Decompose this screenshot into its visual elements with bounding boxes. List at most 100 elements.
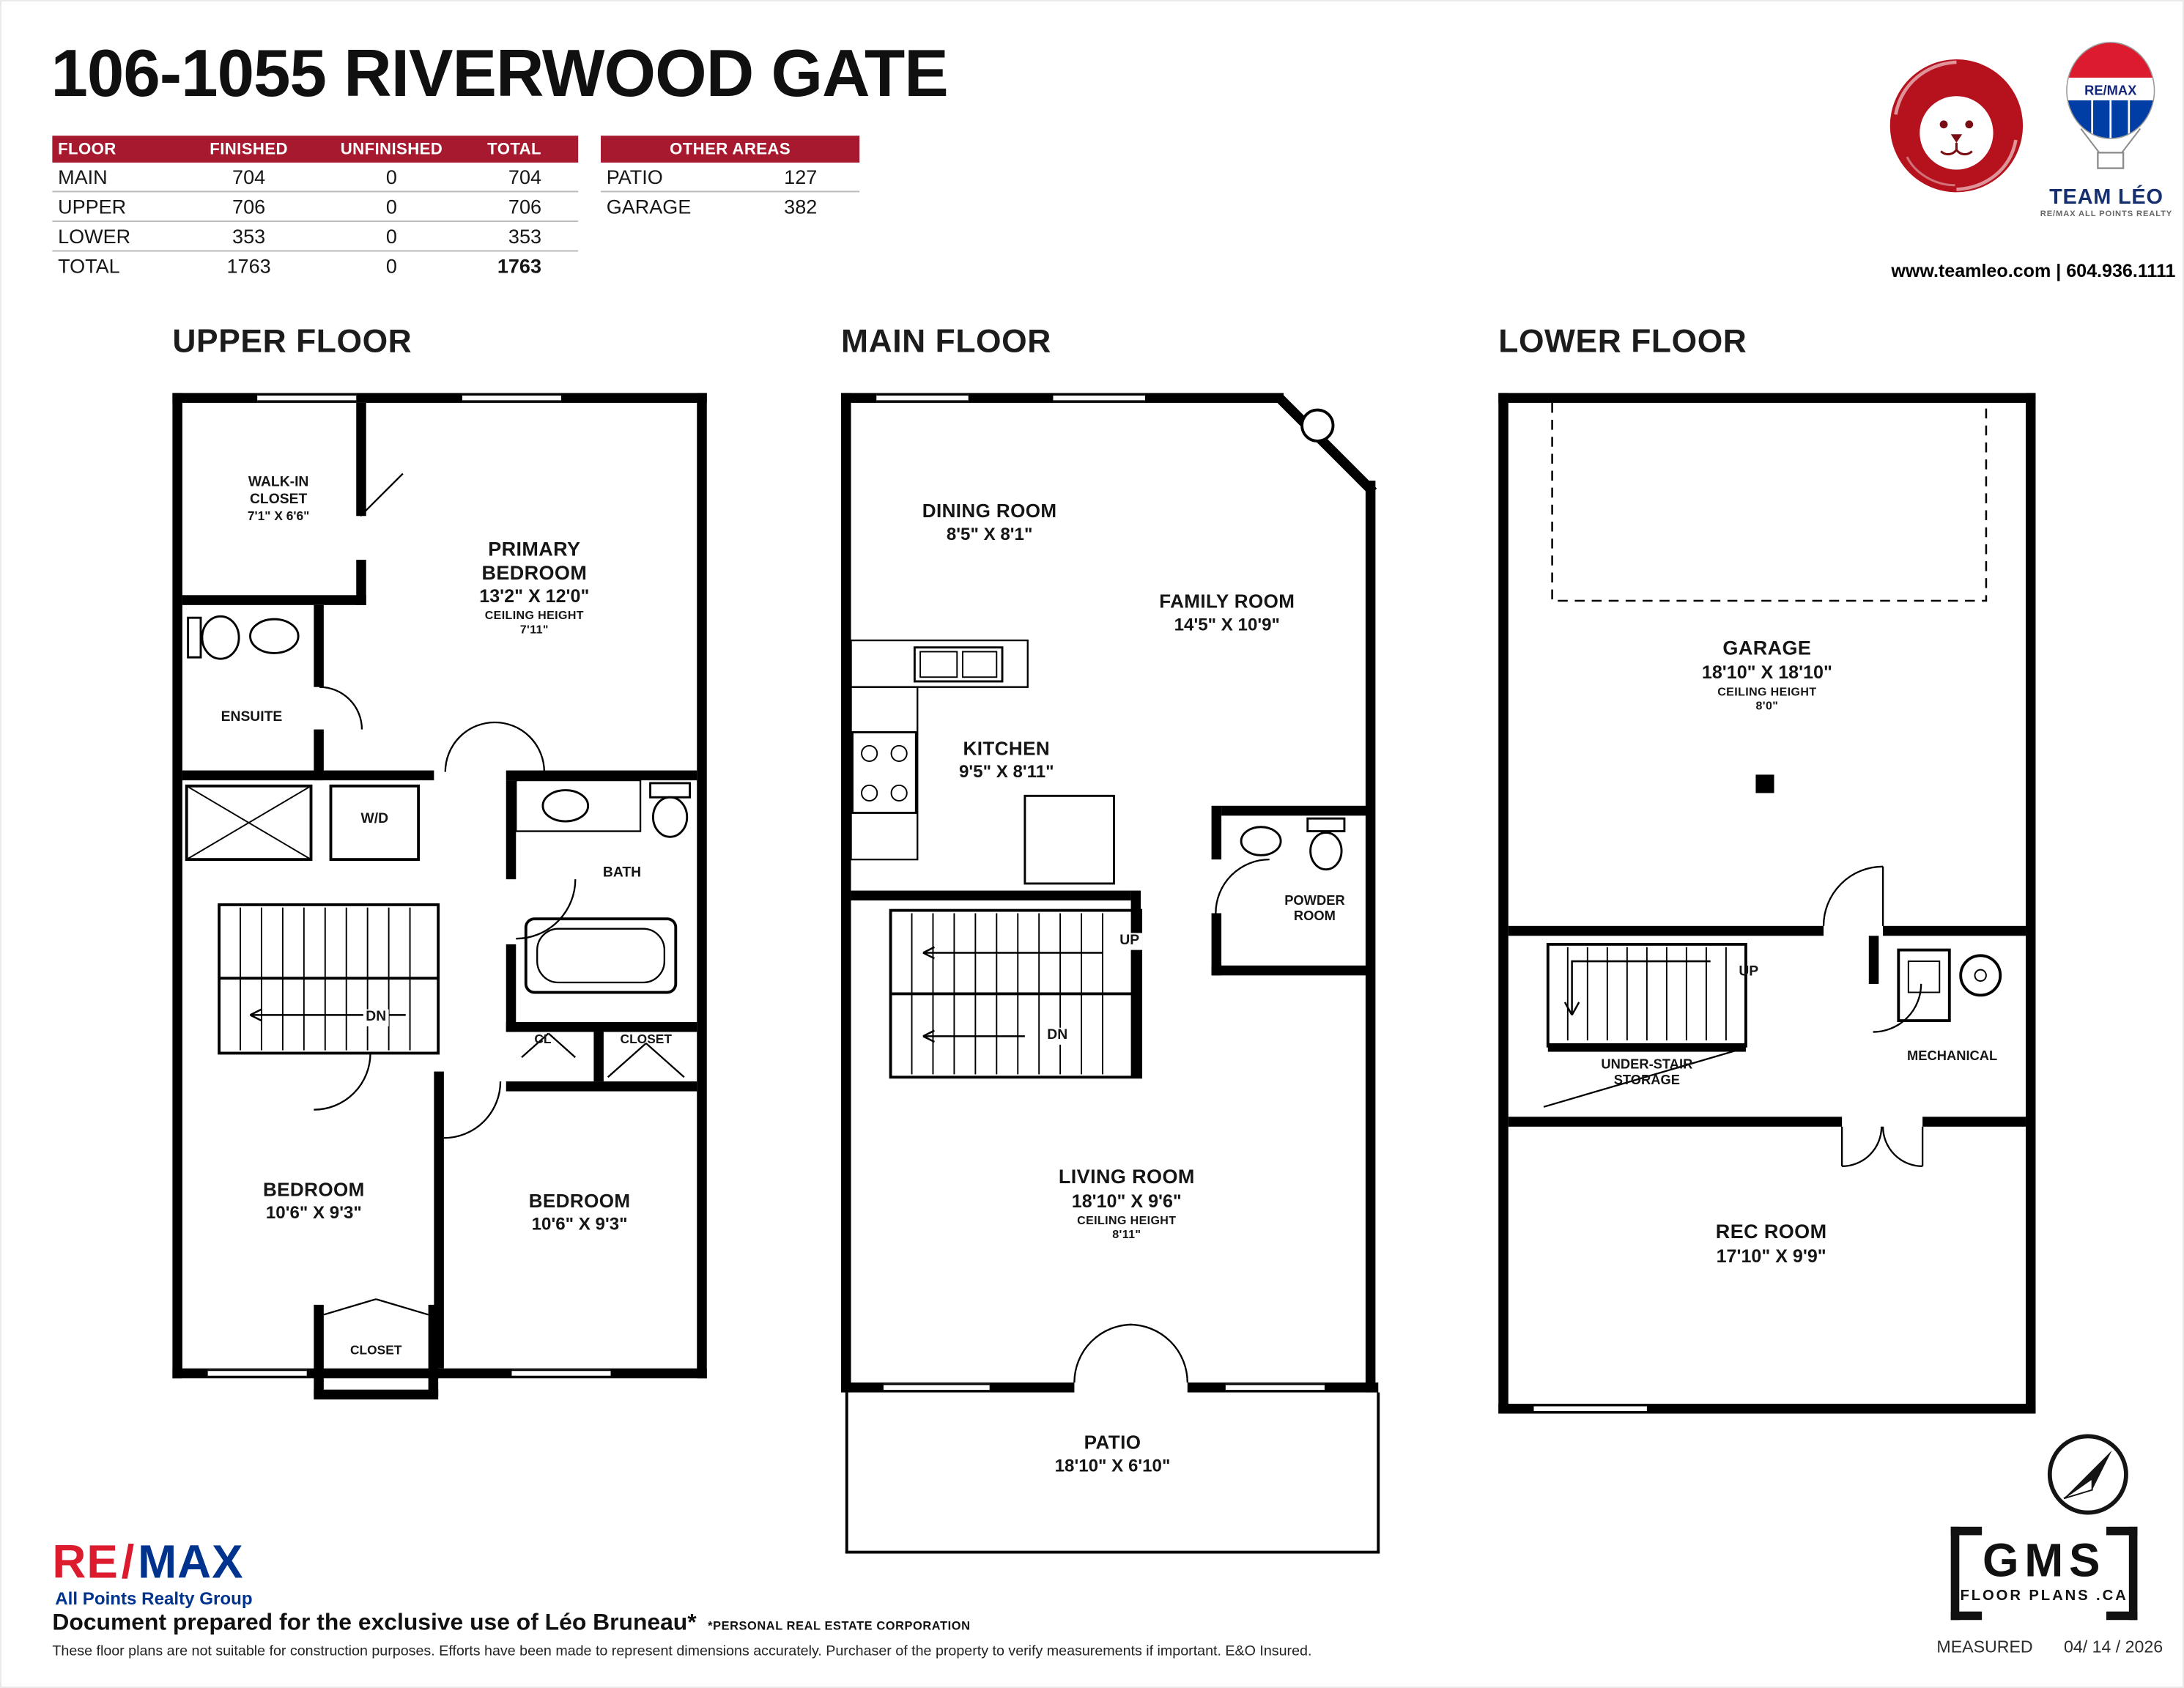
room-label-kitchen: KITCHEN 9'5" X 8'11" (923, 738, 1090, 782)
main-floor-title: MAIN FLOOR (841, 322, 1051, 360)
room-label-primary-bedroom: PRIMARY BEDROOM 13'2" X 12'0" CEILING HE… (456, 537, 612, 637)
remax-wordmark: RE/MAX (52, 1535, 243, 1588)
room-name: ENSUITE (221, 709, 283, 725)
prepared-line: Document prepared for the exclusive use … (52, 1610, 970, 1637)
cell-total: 353 (508, 224, 541, 248)
upper-floor-plan: WALK-IN CLOSET 7'1" X 6'6" PRIMARY BEDRO… (172, 393, 707, 1400)
cell-area-name: GARAGE (606, 195, 692, 218)
room-dims: 18'10" X 18'10" (1701, 661, 1832, 683)
measured-label: MEASURED (1936, 1637, 2033, 1657)
room-name: DINING ROOM (922, 500, 1057, 522)
gms-name: GMS (1982, 1533, 2106, 1586)
room-name: FAMILY ROOM (1159, 591, 1295, 612)
patio-outline: PATIO 18'10" X 6'10" (845, 1392, 1380, 1554)
upper-floor-title: UPPER FLOOR (172, 322, 412, 360)
room-label-family: FAMILY ROOM 14'5" X 10'9" (1139, 591, 1314, 636)
cell-floor: UPPER (58, 195, 127, 218)
direction-label: UP (1117, 933, 1142, 950)
room-label-powder: POWDER ROOM (1264, 893, 1366, 925)
gms-bracket-left-icon (1950, 1526, 1983, 1621)
table-row-upper: UPPER 706 0 706 (52, 192, 579, 222)
cell-finished: 704 (232, 165, 266, 188)
room-name: W/D (360, 811, 389, 827)
table-row-total: TOTAL 1763 0 1763 (52, 251, 578, 280)
remax-subtitle: All Points Realty Group (55, 1588, 253, 1609)
room-name: UNDER-STAIR STORAGE (1601, 1057, 1693, 1089)
room-label-rec-room: REC ROOM 17'10" X 9'9" (1673, 1220, 1870, 1266)
direction-label: UP (1739, 963, 1759, 980)
closet-label: CLOSET (598, 1032, 694, 1047)
room-label-garage: GARAGE 18'10" X 18'10" CEILING HEIGHT 8'… (1668, 636, 1866, 713)
remax-balloon-logo-icon: RE/MAX (2050, 40, 2172, 182)
cell-unfinished: 0 (385, 195, 397, 218)
header-unfinished: UNFINISHED (340, 140, 443, 158)
gms-subtitle: FLOOR PLANS .CA (1960, 1587, 2128, 1604)
direction-label: DN (363, 1009, 390, 1026)
remax-slash: / (121, 1535, 136, 1588)
room-dims: 18'10" X 6'10" (1054, 1456, 1171, 1476)
lower-floor-title: LOWER FLOOR (1498, 322, 1747, 360)
room-dims: 10'6" X 9'3" (265, 1202, 362, 1223)
room-label-living: LIVING ROOM 18'10" X 9'6" CEILING HEIGHT… (1028, 1165, 1226, 1242)
room-dims: 13'2" X 12'0" (479, 585, 590, 607)
prepared-subtext: *PERSONAL REAL ESTATE CORPORATION (708, 1618, 971, 1633)
cell-unfinished: 0 (385, 224, 397, 248)
room-label-understair-storage: UNDER-STAIR STORAGE (1574, 1057, 1721, 1089)
room-name: WALK-IN CLOSET (248, 475, 309, 508)
cell-area-value: 127 (784, 165, 818, 188)
lower-floor-drawing (1498, 393, 2036, 1414)
room-dims: 17'10" X 9'9" (1716, 1244, 1826, 1266)
cell-unfinished: 0 (385, 254, 397, 278)
balloon-wordmark: RE/MAX (2084, 82, 2137, 97)
measured-line: MEASURED 04/ 14 / 2026 (1936, 1637, 2163, 1656)
header-total: TOTAL (487, 140, 541, 158)
room-label-bedroom-left: BEDROOM 10'6" X 9'3" (229, 1179, 399, 1224)
ceiling-height-label: CEILING HEIGHT (484, 608, 584, 623)
room-dims: 7'1" X 6'6" (247, 508, 310, 523)
cell-finished: 1763 (226, 254, 271, 278)
table-row-lower: LOWER 353 0 353 (52, 222, 579, 252)
room-label-walkin-closet: WALK-IN CLOSET 7'1" X 6'6" (229, 475, 328, 523)
header-floor: FLOOR (58, 140, 116, 158)
disclaimer-text: These floor plans are not suitable for c… (52, 1644, 1312, 1660)
room-name: KITCHEN (963, 738, 1051, 760)
cell-floor: MAIN (58, 165, 108, 188)
room-name: BEDROOM (528, 1190, 631, 1212)
room-dims: 18'10" X 9'6" (1071, 1189, 1182, 1211)
room-name: LIVING ROOM (1058, 1164, 1195, 1188)
room-name: GARAGE (1722, 636, 1812, 659)
cell-floor: LOWER (58, 224, 131, 248)
cell-total: 704 (508, 165, 541, 188)
page-title: 106-1055 RIVERWOOD GATE (51, 35, 948, 111)
room-name: CL (534, 1032, 552, 1046)
measured-date: 04/ 14 / 2026 (2063, 1637, 2163, 1657)
room-name: CLOSET (620, 1032, 672, 1046)
prepared-text: Document prepared for the exclusive use … (52, 1610, 697, 1636)
ceiling-height-value: 8'0" (1755, 697, 1779, 712)
other-areas-header: OTHER AREAS (601, 136, 860, 163)
cell-total: 1763 (497, 254, 541, 278)
room-name: BEDROOM (262, 1179, 365, 1201)
main-floor-drawing (841, 393, 1379, 1393)
room-name: PATIO (1084, 1432, 1141, 1454)
cell-area-value: 382 (784, 195, 818, 218)
stairs-up-label: UP (1725, 964, 1773, 981)
room-dims: 10'6" X 9'3" (531, 1214, 628, 1234)
room-label-bath: BATH (572, 865, 671, 882)
team-name: TEAM LÉO (2049, 185, 2163, 210)
cell-total: 706 (508, 195, 541, 218)
room-name: PRIMARY BEDROOM (481, 537, 588, 583)
team-subtitle: RE/MAX ALL POINTS REALTY (2040, 210, 2173, 220)
upper-floor-drawing (172, 393, 707, 1400)
room-name: BATH (602, 865, 642, 881)
room-dims: 8'5" X 8'1" (946, 524, 1033, 544)
header-finished: FINISHED (210, 140, 288, 158)
contact-line[interactable]: www.teamleo.com | 604.936.1111 (1891, 260, 2176, 281)
gms-logo: GMS FLOOR PLANS .CA (1950, 1526, 2138, 1621)
remax-max: MAX (138, 1535, 244, 1588)
remax-re: RE (52, 1535, 119, 1588)
ceiling-height-value: 7'11" (519, 622, 549, 637)
direction-label: DN (1044, 1027, 1071, 1045)
